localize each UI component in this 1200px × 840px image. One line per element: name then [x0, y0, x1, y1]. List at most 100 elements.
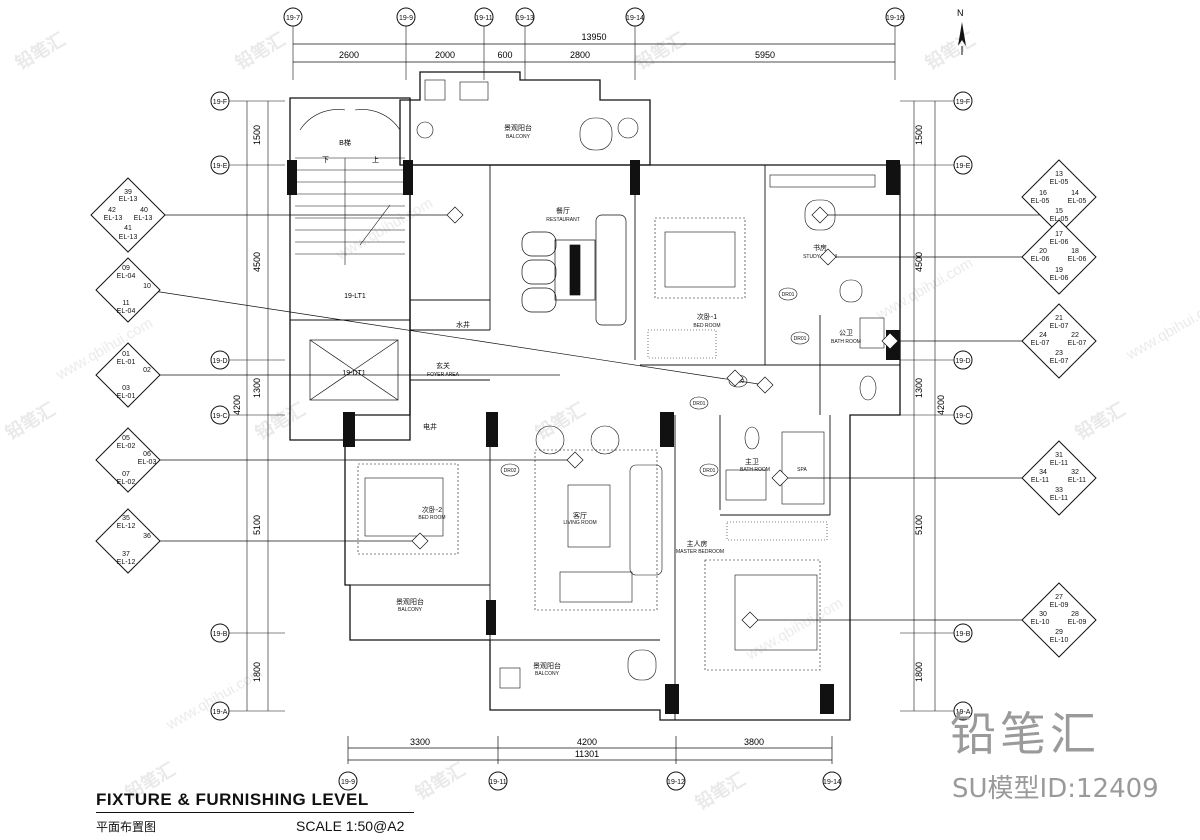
svg-text:餐厅: 餐厅 [556, 206, 570, 215]
svg-text:40: 40 [140, 207, 148, 214]
lift-label-1: 19-LT1 [344, 293, 366, 300]
elevation-marker-right-4: 31 EL-11 34 EL-11 32 EL-11 33 EL-11 [1021, 440, 1097, 516]
svg-text:景观阳台: 景观阳台 [533, 661, 561, 670]
svg-text:EL-07: EL-07 [1050, 323, 1069, 330]
left-grid-labels: 19-F 19-E 19-D 19-C 19-B 19-A [212, 99, 227, 716]
top-total-dimension: 13950 [581, 32, 606, 42]
svg-text:铅笔汇: 铅笔汇 [692, 768, 749, 813]
svg-text:03: 03 [122, 385, 130, 392]
svg-text:EL-01: EL-01 [117, 359, 136, 366]
svg-text:18: 18 [1071, 248, 1079, 255]
svg-text:19-11: 19-11 [489, 779, 506, 786]
svg-text:41: 41 [124, 225, 132, 232]
svg-text:EL-11: EL-11 [1050, 495, 1068, 502]
svg-text:客厅: 客厅 [573, 511, 587, 520]
svg-text:2800: 2800 [570, 50, 590, 60]
svg-text:EL-06: EL-06 [1068, 256, 1087, 263]
svg-text:EL-06: EL-06 [1050, 239, 1069, 246]
svg-text:22: 22 [1071, 332, 1079, 339]
living-furniture [534, 425, 663, 611]
svg-text:铅笔汇: 铅笔汇 [632, 28, 689, 73]
svg-text:次卧-2: 次卧-2 [422, 505, 442, 514]
top-grid-lines [292, 26, 896, 80]
door-tag-ellipses [500, 287, 810, 477]
svg-text:4500: 4500 [252, 252, 262, 272]
svg-text:19-16: 19-16 [886, 15, 904, 22]
top-dimension-lines [293, 43, 895, 63]
svg-text:24: 24 [1039, 332, 1047, 339]
bottom-dimension-lines [347, 736, 833, 764]
svg-text:3800: 3800 [744, 737, 764, 747]
svg-text:1800: 1800 [914, 662, 924, 682]
master-bed [704, 521, 828, 671]
svg-text:10: 10 [143, 283, 151, 290]
svg-text:EL-13: EL-13 [104, 215, 123, 222]
svg-text:DR01: DR01 [782, 292, 795, 298]
svg-text:5950: 5950 [755, 50, 775, 60]
svg-text:42: 42 [108, 207, 116, 214]
svg-text:EL-12: EL-12 [117, 559, 136, 566]
bed-2 [357, 463, 459, 555]
interior-walls [290, 165, 900, 720]
right-segment-dimensions: 1500 4500 1300 4200 5100 1800 [914, 125, 946, 682]
svg-text:LIVING ROOM: LIVING ROOM [563, 520, 596, 526]
right-grid-labels: 19-F 19-E 19-D 19-C 19-B 19-A [955, 99, 970, 716]
lift-label-2: 19-DT1 [342, 370, 365, 377]
top-grid-bubbles [283, 7, 905, 27]
bottom-total-dimension: 11301 [575, 749, 599, 759]
svg-text:电井: 电井 [423, 422, 437, 431]
svg-text:35: 35 [122, 515, 130, 522]
svg-text:书房: 书房 [813, 243, 827, 252]
svg-text:EL-09: EL-09 [1068, 619, 1087, 626]
svg-text:EL-06: EL-06 [1050, 275, 1069, 282]
bottom-segment-dimensions: 3300 4200 3800 [410, 737, 764, 747]
bottom-grid-bubbles [338, 771, 842, 791]
svg-text:主卫: 主卫 [745, 457, 759, 466]
svg-text:4200: 4200 [577, 737, 597, 747]
bed-1 [647, 217, 746, 359]
elevation-leader-lines [146, 214, 1040, 621]
svg-text:EL-05: EL-05 [1031, 198, 1050, 205]
title-underline [96, 812, 414, 813]
stair-label: B梯 [339, 138, 351, 147]
svg-text:铅笔汇: 铅笔汇 [532, 398, 589, 443]
svg-text:EL-11: EL-11 [1050, 460, 1068, 467]
svg-text:www.qbihui.com: www.qbihui.com [333, 195, 436, 264]
elevation-marker-left-4: 05 EL-02 06 EL-03 07 EL-02 [95, 427, 161, 493]
svg-text:19-E: 19-E [213, 163, 228, 170]
svg-text:36: 36 [143, 533, 151, 540]
svg-text:30: 30 [1039, 611, 1047, 618]
svg-text:EL-05: EL-05 [1050, 179, 1069, 186]
top-grid-labels: 19-7 19-9 19-11 19-13 19-14 19-16 [286, 15, 904, 22]
svg-text:19-14: 19-14 [823, 779, 841, 786]
svg-text:EL-13: EL-13 [119, 196, 138, 203]
svg-text:2000: 2000 [435, 50, 455, 60]
svg-text:19-C: 19-C [212, 413, 227, 420]
svg-text:37: 37 [122, 551, 130, 558]
right-grid-lines [900, 100, 954, 712]
svg-text:www.qbihui.com: www.qbihui.com [163, 665, 266, 734]
svg-text:MASTER BEDROOM: MASTER BEDROOM [676, 549, 724, 555]
svg-text:16: 16 [1039, 190, 1047, 197]
svg-text:17: 17 [1055, 231, 1063, 238]
svg-text:EL-02: EL-02 [117, 479, 136, 486]
elevation-marker-right-3: 21 EL-07 24 EL-07 22 EL-07 23 EL-07 [1021, 303, 1097, 379]
svg-text:07: 07 [122, 471, 130, 478]
svg-text:EL-04: EL-04 [117, 273, 136, 280]
stair-up-label: 上 [372, 155, 379, 164]
elevation-marker-left-2: 09 EL-04 10 11 EL-04 [95, 257, 161, 323]
elevation-marker-left-1: 39 EL-13 42 EL-13 40 EL-13 41 EL-13 [90, 177, 166, 253]
svg-text:1500: 1500 [914, 125, 924, 145]
svg-text:31: 31 [1055, 452, 1063, 459]
svg-text:21: 21 [1055, 315, 1063, 322]
svg-text:铅笔汇: 铅笔汇 [1072, 398, 1129, 443]
svg-text:DR01: DR01 [693, 401, 706, 407]
svg-text:11: 11 [122, 300, 129, 307]
svg-text:www.qbihui.com: www.qbihui.com [1123, 295, 1200, 364]
svg-text:1800: 1800 [252, 662, 262, 682]
svg-text:EL-10: EL-10 [1031, 619, 1050, 626]
svg-text:5100: 5100 [914, 515, 924, 535]
svg-text:铅笔汇: 铅笔汇 [232, 28, 289, 73]
svg-text:铅笔汇: 铅笔汇 [2, 398, 59, 443]
